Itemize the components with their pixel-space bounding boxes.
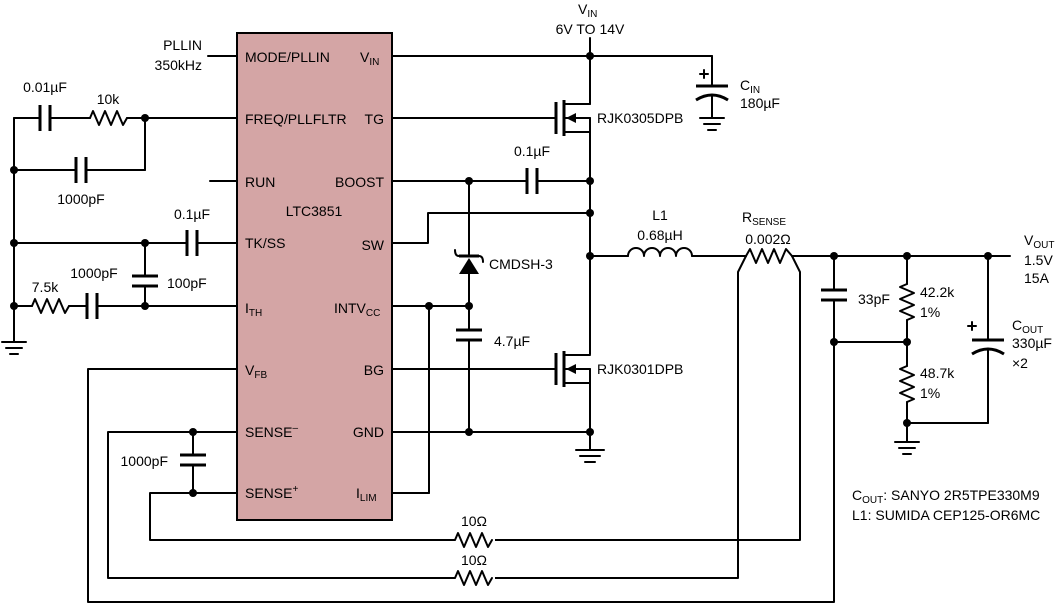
vout-label: VOUT bbox=[1024, 232, 1054, 251]
pin-intvcc: INTVCC bbox=[334, 300, 380, 319]
r-top-tol-label: 1% bbox=[920, 304, 940, 320]
l1-name-label: L1 bbox=[652, 207, 668, 223]
l1-value-label: 0.68µH bbox=[637, 227, 682, 243]
pin-gnd: GND bbox=[353, 424, 384, 440]
pin-ilim: ILIM bbox=[356, 485, 377, 504]
top-mosfet bbox=[391, 99, 591, 257]
rsense-label: RSENSE bbox=[742, 209, 786, 228]
vin-rail bbox=[391, 37, 729, 131]
tkss-network bbox=[10, 230, 238, 307]
diode-label: CMDSH-3 bbox=[489, 256, 553, 272]
rsense-value-label: 0.002Ω bbox=[745, 231, 791, 247]
inductor-l1 bbox=[627, 247, 747, 257]
pin-boost: BOOST bbox=[335, 174, 384, 190]
pin-tk-ss: TK/SS bbox=[245, 235, 285, 251]
top-mosfet-label: RJK0305DPB bbox=[597, 110, 683, 126]
bottom-mosfet-label: RJK0301DPB bbox=[597, 361, 683, 377]
r-sense1-label: 10Ω bbox=[461, 513, 487, 529]
ith-network bbox=[1, 293, 238, 355]
vout-voltage-label: 1.5V bbox=[1024, 252, 1053, 268]
pin-sense-plus: SENSE+ bbox=[245, 484, 298, 501]
r-bot-tol-label: 1% bbox=[920, 385, 940, 401]
sense-resistors bbox=[454, 532, 495, 586]
ltc3851-ic bbox=[236, 32, 393, 521]
pin-vfb: VFB bbox=[245, 362, 267, 381]
pin-run: RUN bbox=[245, 174, 275, 190]
c-ff-label: 33pF bbox=[858, 291, 890, 307]
cout-qty-label: ×2 bbox=[1012, 355, 1028, 371]
cin-label: CIN bbox=[740, 77, 760, 96]
r-ith-label: 7.5k bbox=[32, 279, 59, 295]
vout-current-label: 15A bbox=[1024, 270, 1050, 286]
cout-value-label: 330µF bbox=[1012, 335, 1052, 351]
sense-cap bbox=[180, 428, 206, 497]
cin-value-label: 180µF bbox=[740, 95, 780, 111]
boost-network bbox=[391, 168, 594, 194]
c-freq2-label: 1000pF bbox=[57, 191, 104, 207]
ic-name: LTC3851 bbox=[286, 203, 343, 219]
pin-ith: ITH bbox=[245, 300, 262, 319]
c-boost-label: 0.1µF bbox=[514, 143, 550, 159]
diode-column bbox=[391, 180, 484, 494]
pin-sense-minus: SENSE– bbox=[245, 423, 298, 440]
pin-tg: TG bbox=[365, 111, 384, 127]
pin-sw: SW bbox=[361, 237, 384, 253]
cout-label: COUT bbox=[1012, 317, 1043, 336]
pin-bg: BG bbox=[364, 362, 384, 378]
sw-network bbox=[391, 209, 629, 355]
vin-range-label: 6V TO 14V bbox=[556, 21, 625, 37]
c-sense-label: 1000pF bbox=[121, 453, 168, 469]
c-tkss-label: 0.1µF bbox=[174, 206, 210, 222]
pllin-label: PLLIN bbox=[163, 37, 202, 53]
r-bot-label: 48.7k bbox=[920, 365, 955, 381]
pllin-freq-label: 350kHz bbox=[155, 57, 202, 73]
vfb-feedback bbox=[87, 341, 835, 603]
c-freq-label: 0.01µF bbox=[23, 79, 67, 95]
vin-label: VIN bbox=[578, 1, 597, 20]
pin-vin: VIN bbox=[360, 49, 379, 68]
c-ith-small-label: 100pF bbox=[167, 275, 207, 291]
note-l1: L1: SUMIDA CEP125-OR6MC bbox=[852, 507, 1040, 523]
output-network bbox=[821, 252, 1005, 455]
pin-freq-pllfltr: FREQ/PLLFLTR bbox=[245, 111, 347, 127]
c-intvcc-label: 4.7µF bbox=[494, 333, 530, 349]
bottom-mosfet bbox=[391, 351, 605, 463]
pin-mode-pllin: MODE/PLLIN bbox=[245, 49, 330, 65]
r-sense2-label: 10Ω bbox=[461, 552, 487, 568]
r-freq-label: 10k bbox=[97, 91, 121, 107]
note-cout: COUT: SANYO 2R5TPE330M9 bbox=[852, 487, 1040, 506]
r-top-label: 42.2k bbox=[920, 284, 955, 300]
c-ith-label: 1000pF bbox=[70, 265, 117, 281]
